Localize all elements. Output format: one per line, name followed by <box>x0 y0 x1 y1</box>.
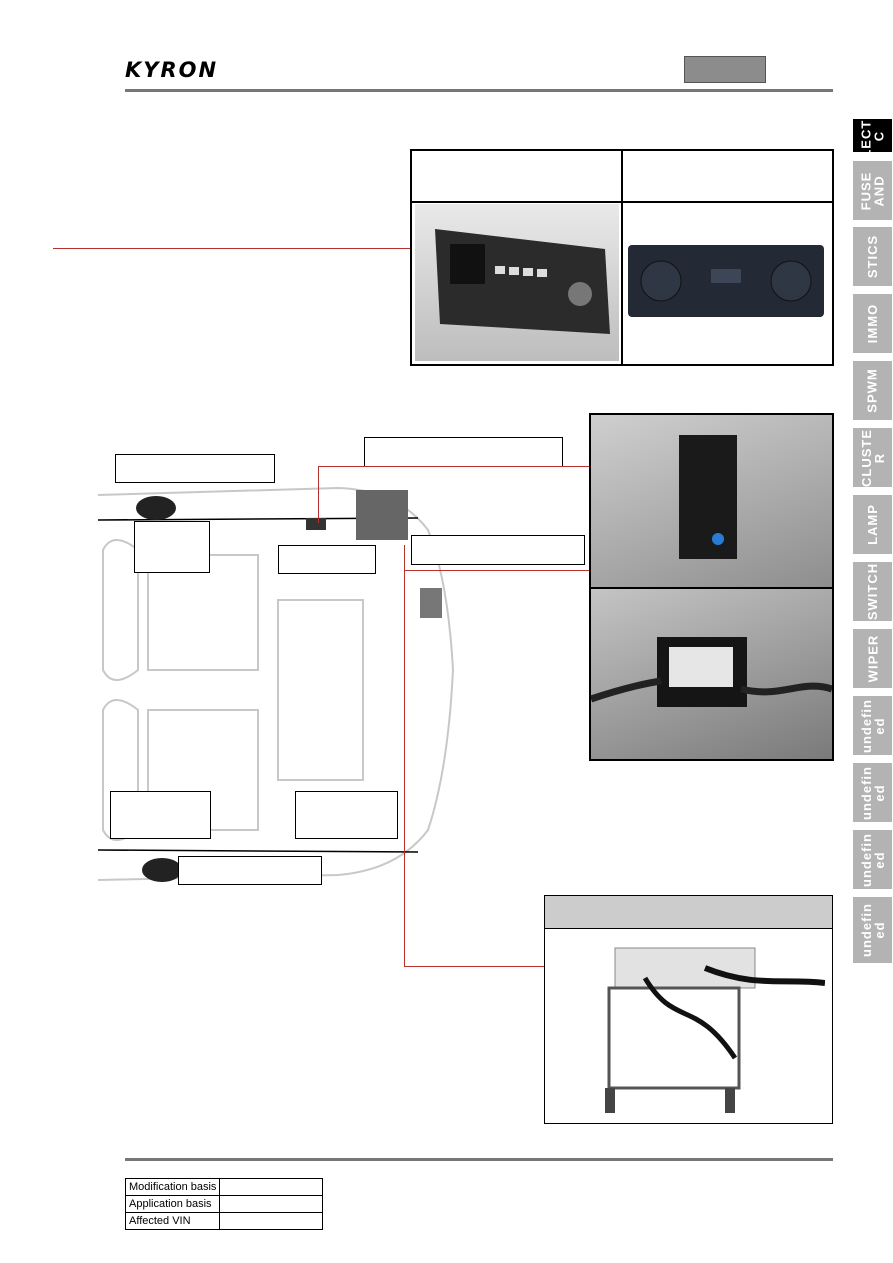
callout-line-amp-horizontal <box>318 466 590 467</box>
application-basis-label: Application basis <box>124 1195 221 1213</box>
audio-component-table <box>410 149 834 366</box>
label-box-front-speaker <box>115 454 275 483</box>
rear-speaker-icon <box>142 858 182 882</box>
side-tab-spwm[interactable]: SPWM <box>853 361 892 420</box>
head-unit-rear-photo <box>585 938 826 1113</box>
modification-basis-value <box>219 1178 324 1196</box>
side-tab-immo[interactable]: IMMO <box>853 294 892 353</box>
footer-rule <box>125 1158 833 1161</box>
side-tab-undefined-4[interactable]: undefin ed <box>853 897 892 963</box>
callout-line-module <box>404 570 590 571</box>
header-rule <box>125 89 833 92</box>
callout-line-head-horizontal <box>404 966 544 967</box>
side-tab-wiper[interactable]: WIPER <box>853 629 892 688</box>
table-row: Affected VIN <box>124 1212 324 1230</box>
antenna-module-wiring-photo <box>589 587 834 761</box>
head-unit-rear-box <box>544 895 833 1124</box>
side-tab-switch[interactable]: SWITCH <box>853 562 892 621</box>
antenna-module-photo <box>589 413 834 589</box>
side-tab-lamp[interactable]: LAMP <box>853 495 892 554</box>
label-box-front-amp <box>278 545 376 574</box>
side-tab-stics[interactable]: STICS <box>853 227 892 286</box>
label-box-head-unit <box>411 535 585 565</box>
header-tab-block <box>684 56 766 83</box>
radio-unit-photo <box>415 204 619 361</box>
callout-line-head-vertical <box>404 545 405 967</box>
revision-table: Modification basis Application basis Aff… <box>124 1178 324 1230</box>
side-tab-undefined-1[interactable]: undefin ed <box>853 696 892 755</box>
side-tab-cluster[interactable]: CLUSTE R <box>853 428 892 487</box>
side-tab-undefined-3[interactable]: undefin ed <box>853 830 892 889</box>
affected-vin-label: Affected VIN <box>124 1212 221 1230</box>
table-row: Application basis <box>124 1195 324 1213</box>
application-basis-value <box>219 1195 324 1213</box>
label-box-antenna-amp <box>364 437 563 467</box>
antenna-amp-front-icon <box>306 518 326 530</box>
head-unit-rear-illustration <box>605 947 826 1113</box>
antenna-wiring-illustration <box>589 637 834 707</box>
table-row: Modification basis <box>124 1178 324 1196</box>
radio-unit-illustration <box>435 229 610 334</box>
side-tab-undefined-2[interactable]: undefin ed <box>853 763 892 822</box>
front-speaker-icon <box>136 496 176 520</box>
modification-basis-label: Modification basis <box>124 1178 221 1196</box>
affected-vin-value <box>219 1212 324 1230</box>
head-unit-icon <box>356 490 408 540</box>
vehicle-layout-diagram <box>98 486 455 882</box>
callout-line-radio <box>53 248 410 249</box>
side-tab-fuse[interactable]: FUSE AND <box>853 161 892 220</box>
side-tab-electric[interactable]: ELECTRI C <box>853 104 892 167</box>
label-box-front-door <box>134 521 210 573</box>
cd-changer-icon <box>420 588 442 618</box>
label-box-rear-speaker <box>178 856 322 885</box>
cd-changer-photo <box>626 241 828 321</box>
antenna-module-illustration <box>679 435 737 559</box>
label-box-rear-amp <box>295 791 398 839</box>
cd-changer-illustration <box>628 245 824 317</box>
table-divider <box>621 151 623 364</box>
head-unit-rear-header <box>545 896 832 929</box>
label-box-rear-door <box>110 791 211 839</box>
brand-logo: KYRON <box>125 58 219 82</box>
callout-line-amp-vertical <box>318 466 319 523</box>
